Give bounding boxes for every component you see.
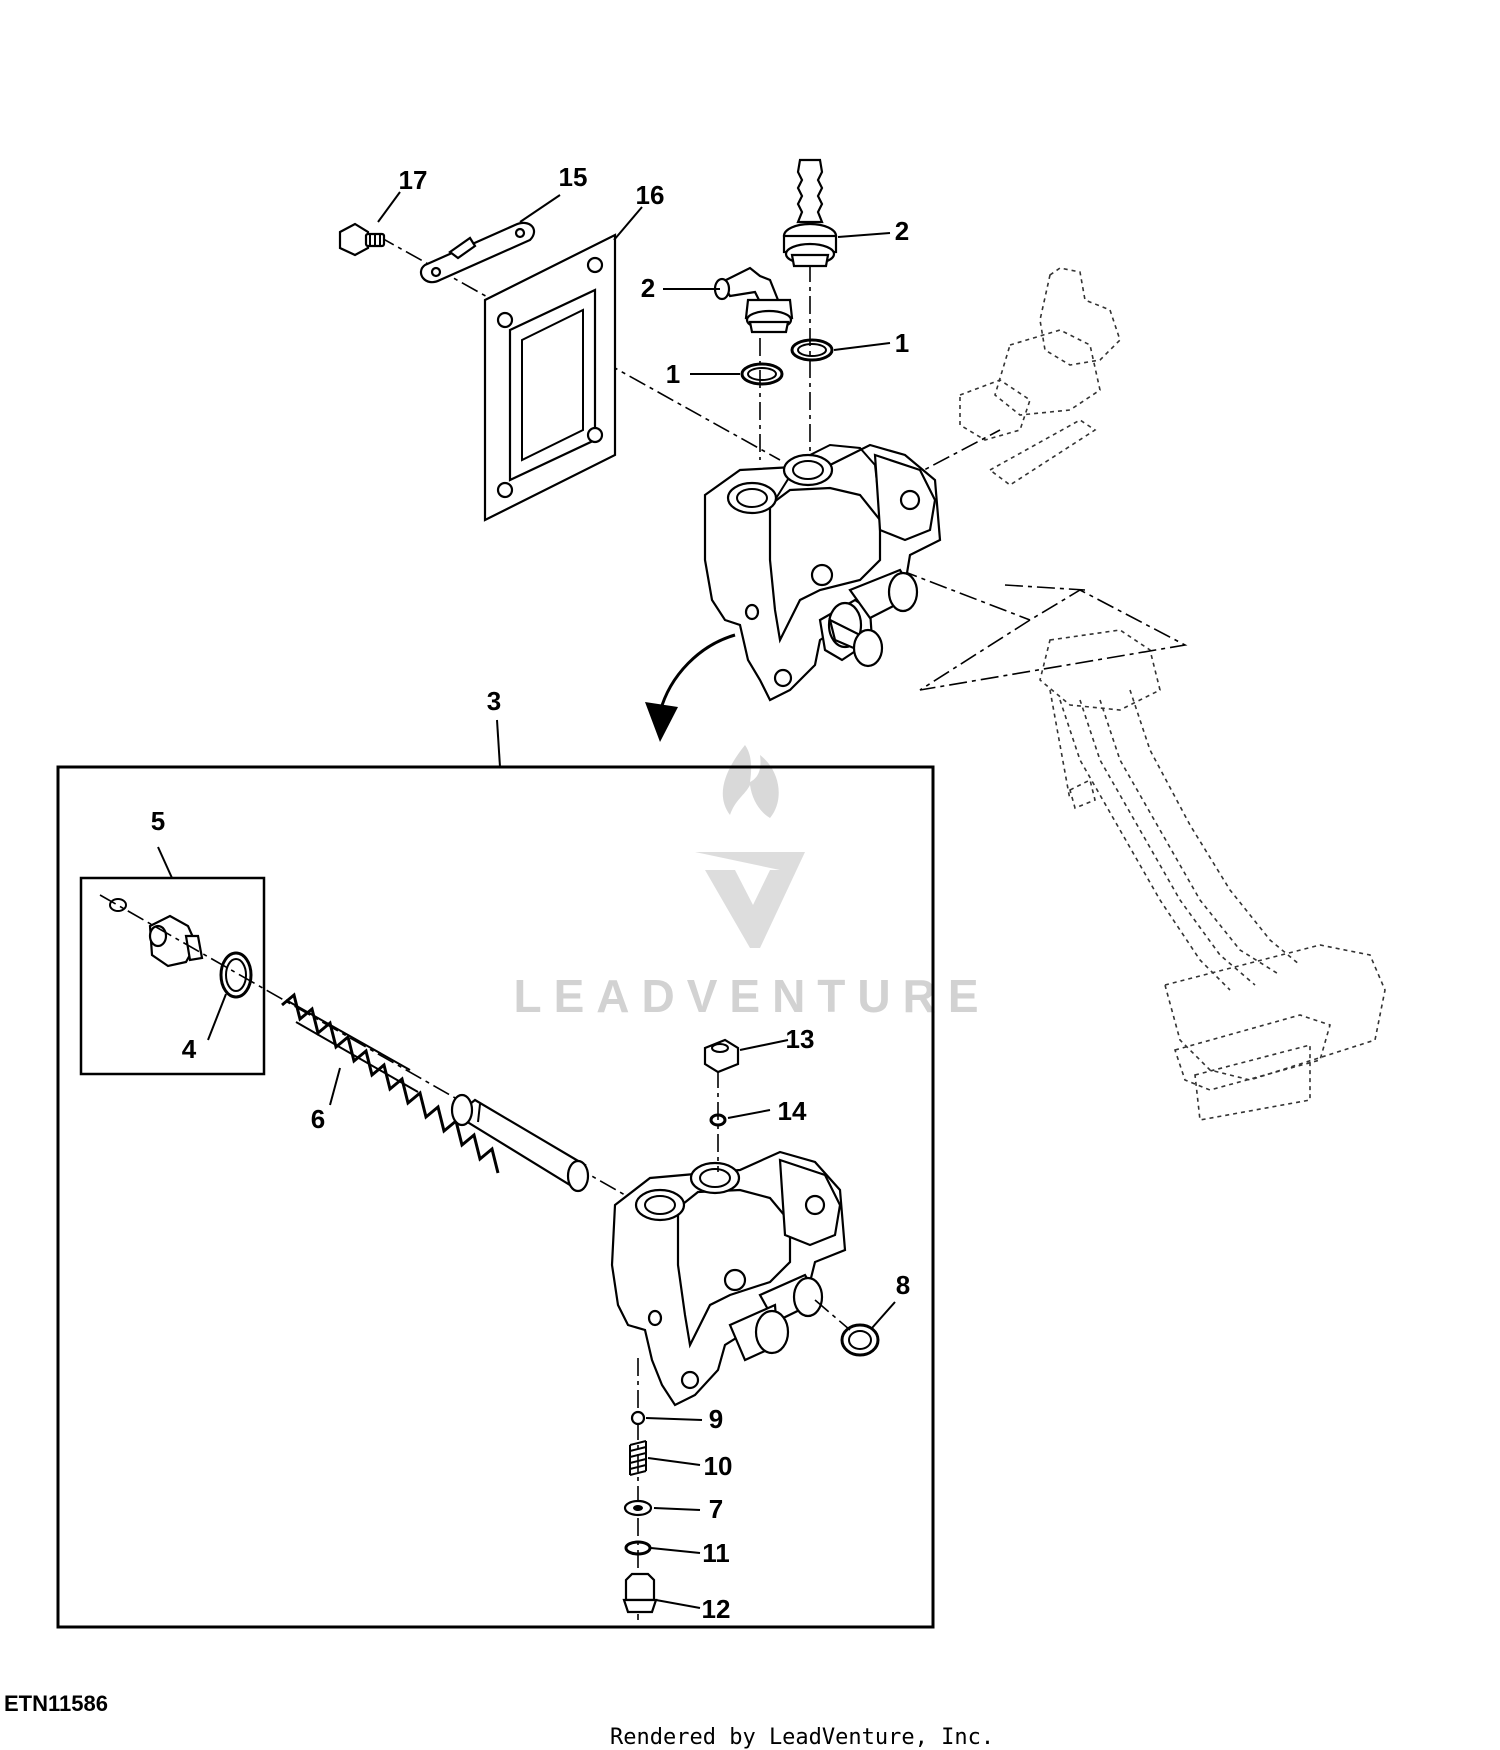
- callout-3: 3: [487, 686, 501, 716]
- callout-14: 14: [778, 1096, 807, 1126]
- leader-3: [496, 719, 501, 768]
- leader-lines: [207, 191, 896, 1609]
- part-16-gasket: [483, 233, 617, 522]
- part-13-plug: [703, 1038, 740, 1074]
- callout-6: 6: [311, 1104, 325, 1134]
- part-6-spring: [281, 992, 500, 1174]
- callout-8: 8: [896, 1270, 910, 1300]
- callout-1-left: 1: [666, 359, 680, 389]
- callout-4: 4: [182, 1034, 197, 1064]
- part-4-o-ring: [219, 951, 253, 999]
- callout-16: 16: [636, 180, 665, 210]
- callout-10: 10: [704, 1451, 733, 1481]
- centerline-part-8: [814, 1299, 851, 1331]
- valve-body-assembled: [703, 443, 942, 702]
- brake-pedal-assembly-ghost: [959, 267, 1386, 1121]
- part-5-subassembly-box: [79, 876, 266, 1076]
- callout-11: 11: [702, 1538, 730, 1568]
- callout-12: 12: [702, 1594, 731, 1624]
- callout-17: 17: [399, 165, 428, 195]
- part-15-bracket: [419, 221, 536, 284]
- part-2-fitting-straight: [782, 158, 838, 268]
- piston: [450, 1093, 590, 1193]
- part-2-fitting-elbow: [713, 266, 794, 334]
- part-9-ball: [630, 1410, 646, 1426]
- part-1-o-ring-right: [790, 338, 834, 362]
- part-8-seal: [840, 1323, 880, 1357]
- leader-5: [157, 846, 173, 879]
- exploded-view-frame: [56, 765, 935, 1629]
- part-10-spring-small: [629, 1440, 647, 1476]
- watermark-text: LEADVENTURE: [513, 970, 990, 1022]
- callout-2-upper: 2: [895, 216, 909, 246]
- watermark-logo: [695, 745, 805, 948]
- part-7-washer: [623, 1499, 653, 1517]
- callout-7: 7: [709, 1494, 723, 1524]
- callout-13: 13: [786, 1024, 815, 1054]
- figure-id: ETN11586: [4, 1691, 108, 1716]
- callout-5: 5: [151, 806, 165, 836]
- part-12-plug: [622, 1572, 658, 1614]
- callout-1-right: 1: [895, 328, 909, 358]
- render-credit: Rendered by LeadVenture, Inc.: [610, 1725, 994, 1750]
- part-11-o-ring: [624, 1540, 652, 1556]
- part-14-o-ring: [709, 1113, 727, 1127]
- part-5-valve-seat: [109, 898, 204, 968]
- part-1-o-ring-left: [740, 362, 784, 386]
- valve-body-exploded: [610, 1150, 847, 1407]
- callout-9: 9: [709, 1404, 723, 1434]
- callout-2-lower: 2: [641, 273, 655, 303]
- part-17-bolt: [338, 222, 386, 257]
- exploded-view-arrow: [645, 633, 736, 742]
- callout-15: 15: [559, 162, 588, 192]
